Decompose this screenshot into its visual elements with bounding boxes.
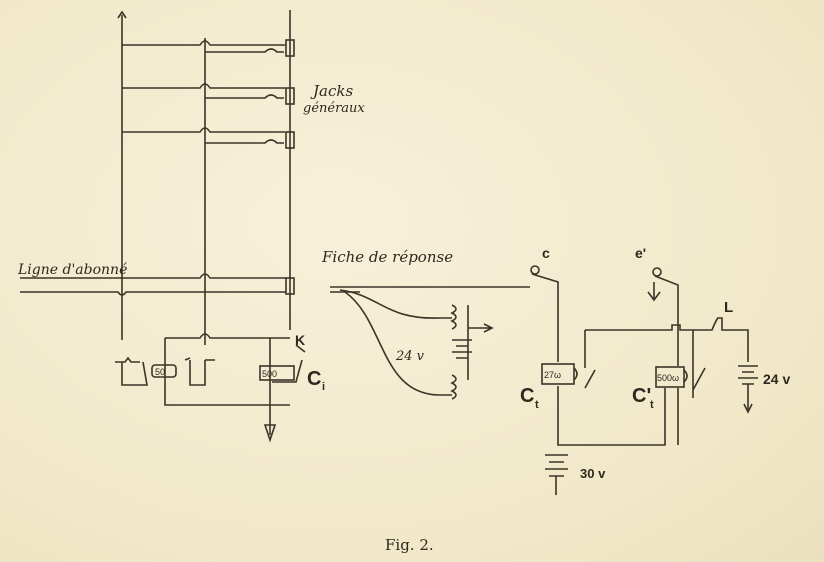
label-jacks: Jacks bbox=[310, 82, 353, 100]
relay-50-label: 50 bbox=[155, 367, 165, 377]
label-fiche-reponse: Fiche de réponse bbox=[321, 248, 453, 266]
label-key-e: e' bbox=[635, 245, 646, 261]
label-battery-24v-middle: 24 v bbox=[395, 349, 425, 364]
label-ci-sub: i bbox=[322, 381, 325, 393]
middle-circuit bbox=[330, 286, 530, 400]
label-ci: C bbox=[307, 368, 321, 390]
label-ligne-abonne: Ligne d'abonné bbox=[17, 262, 127, 278]
label-ct: C bbox=[520, 385, 534, 407]
label-ct2-sub: t bbox=[650, 399, 654, 411]
relay-500-label: 500 bbox=[262, 369, 277, 379]
relay-500w-label: 500ω bbox=[657, 373, 679, 383]
label-battery-30v: 30 v bbox=[580, 466, 606, 481]
label-ct-sub: t bbox=[535, 399, 539, 411]
figure-caption: Fig. 2. bbox=[385, 536, 434, 554]
label-battery-24v-right: 24 v bbox=[763, 371, 790, 387]
left-switchboard-wiring bbox=[20, 10, 306, 443]
label-key-c: c bbox=[542, 245, 550, 261]
label-generaux: généraux bbox=[303, 101, 365, 116]
relay-27-label: 27ω bbox=[544, 370, 561, 380]
label-ct2: C' bbox=[632, 385, 651, 407]
label-k: K bbox=[295, 332, 305, 348]
right-circuit bbox=[530, 265, 758, 495]
label-l: L bbox=[724, 299, 733, 316]
